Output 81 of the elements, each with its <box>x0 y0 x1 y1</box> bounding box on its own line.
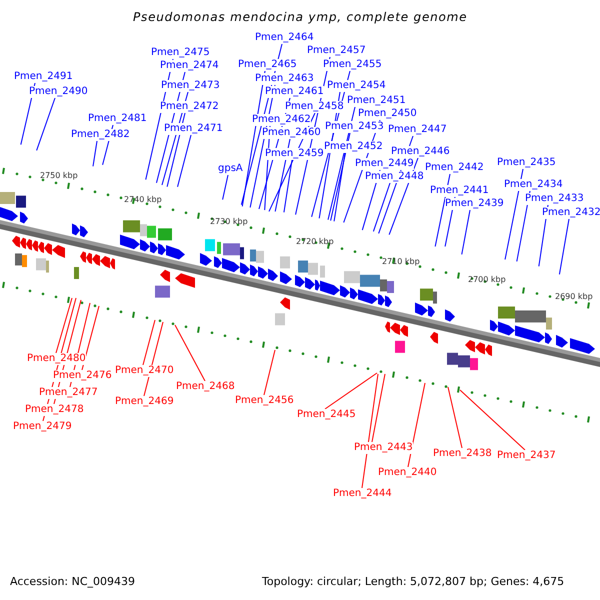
gene-label: Pmen_2445 <box>297 409 356 421</box>
leader-line <box>177 134 192 188</box>
gene-label: Pmen_2433 <box>525 193 584 205</box>
gene-label: Pmen_2490 <box>29 86 88 98</box>
gene-label: Pmen_2462 <box>252 114 311 126</box>
gene-label: Pmen_2480 <box>27 353 86 365</box>
gene-label: Pmen_2448 <box>365 171 424 183</box>
gene-label: Pmen_2463 <box>255 73 314 85</box>
leader-line <box>283 160 292 213</box>
leader-line <box>330 132 350 222</box>
accession-label: Accession: NC_009439 <box>10 575 136 589</box>
leader-line <box>460 390 526 450</box>
leader-line <box>264 350 276 396</box>
leader-line <box>82 306 100 370</box>
gene-label: gpsA <box>218 163 243 175</box>
scale-label: 2700 kbp <box>468 274 506 286</box>
scale-label: 2710 kbp <box>382 256 420 268</box>
gene-label: Pmen_2464 <box>255 32 314 44</box>
scale-label: 2720 kbp <box>296 236 334 248</box>
gene-label: Pmen_2452 <box>324 141 383 153</box>
leader-line <box>56 298 72 354</box>
gene-label: Pmen_2435 <box>497 157 556 169</box>
map-title: Pseudomonas mendocina ymp, complete genome <box>133 11 468 23</box>
gene-label: Pmen_2443 <box>354 442 413 454</box>
leader-line <box>334 152 346 222</box>
gene-label: Pmen_2475 <box>151 47 210 59</box>
gene-label: Pmen_2471 <box>164 123 223 135</box>
leader-line <box>222 174 228 200</box>
leader-line <box>324 372 378 410</box>
gene-label: Pmen_2451 <box>347 95 406 107</box>
leader-line <box>142 320 156 366</box>
gene-label: Pmen_2477 <box>39 387 98 399</box>
gene-label: Pmen_2476 <box>53 370 112 382</box>
leader-line <box>448 386 462 448</box>
leader-line <box>362 374 378 488</box>
leader-line <box>92 140 98 167</box>
gene-label: Pmen_2472 <box>160 101 219 113</box>
gene-label: Pmen_2482 <box>71 129 130 141</box>
gene-label: Pmen_2450 <box>358 108 417 120</box>
gene-label: Pmen_2491 <box>14 71 73 83</box>
gene-label: Pmen_2437 <box>497 450 556 462</box>
gene-label: Pmen_2434 <box>504 179 563 191</box>
leader-line <box>372 374 386 442</box>
gene-label: Pmen_2442 <box>425 162 484 174</box>
leader-line <box>372 182 390 232</box>
gene-label: Pmen_2478 <box>25 404 84 416</box>
gene-label: Pmen_2459 <box>265 148 324 160</box>
scale-label: 2690 kbp <box>555 291 593 303</box>
scale-label: 2750 kbp <box>40 170 78 182</box>
leader-line <box>174 324 206 382</box>
gene-label: Pmen_2460 <box>262 127 321 139</box>
gene-label: Pmen_2474 <box>160 60 219 72</box>
leader-line <box>558 218 570 275</box>
genome-stats-label: Topology: circular; Length: 5,072,807 bp; Genes: 4,675 <box>262 575 564 589</box>
scale-label: 2730 kbp <box>210 216 248 228</box>
gene-label: Pmen_2453 <box>325 121 384 133</box>
gene-label: Pmen_2481 <box>88 113 147 125</box>
gene-label: Pmen_2439 <box>445 198 504 210</box>
gene-label: Pmen_2438 <box>433 448 492 460</box>
gene-label: Pmen_2455 <box>323 59 382 71</box>
leader-line <box>36 98 56 151</box>
gene-label: Pmen_2432 <box>542 207 600 219</box>
gene-label: Pmen_2461 <box>265 86 324 98</box>
gene-label: Pmen_2473 <box>161 80 220 92</box>
gene-label: Pmen_2454 <box>327 80 386 92</box>
gene-label: Pmen_2457 <box>307 45 366 57</box>
gene-label: Pmen_2468 <box>176 381 235 393</box>
gene-label: Pmen_2449 <box>355 158 414 170</box>
leader-line <box>461 210 470 255</box>
gene-label: Pmen_2444 <box>333 488 392 500</box>
gene-label: Pmen_2447 <box>388 124 447 136</box>
gene-label: Pmen_2441 <box>430 185 489 197</box>
gene-label: Pmen_2458 <box>285 101 344 113</box>
gene-label: Pmen_2465 <box>238 59 297 71</box>
gene-label: Pmen_2469 <box>115 396 174 408</box>
leader-line <box>408 382 426 468</box>
gene-label: Pmen_2470 <box>115 365 174 377</box>
gene-label: Pmen_2479 <box>13 421 72 433</box>
gene-label: Pmen_2440 <box>378 467 437 479</box>
gene-label: Pmen_2456 <box>235 395 294 407</box>
gene-label: Pmen_2446 <box>391 146 450 158</box>
